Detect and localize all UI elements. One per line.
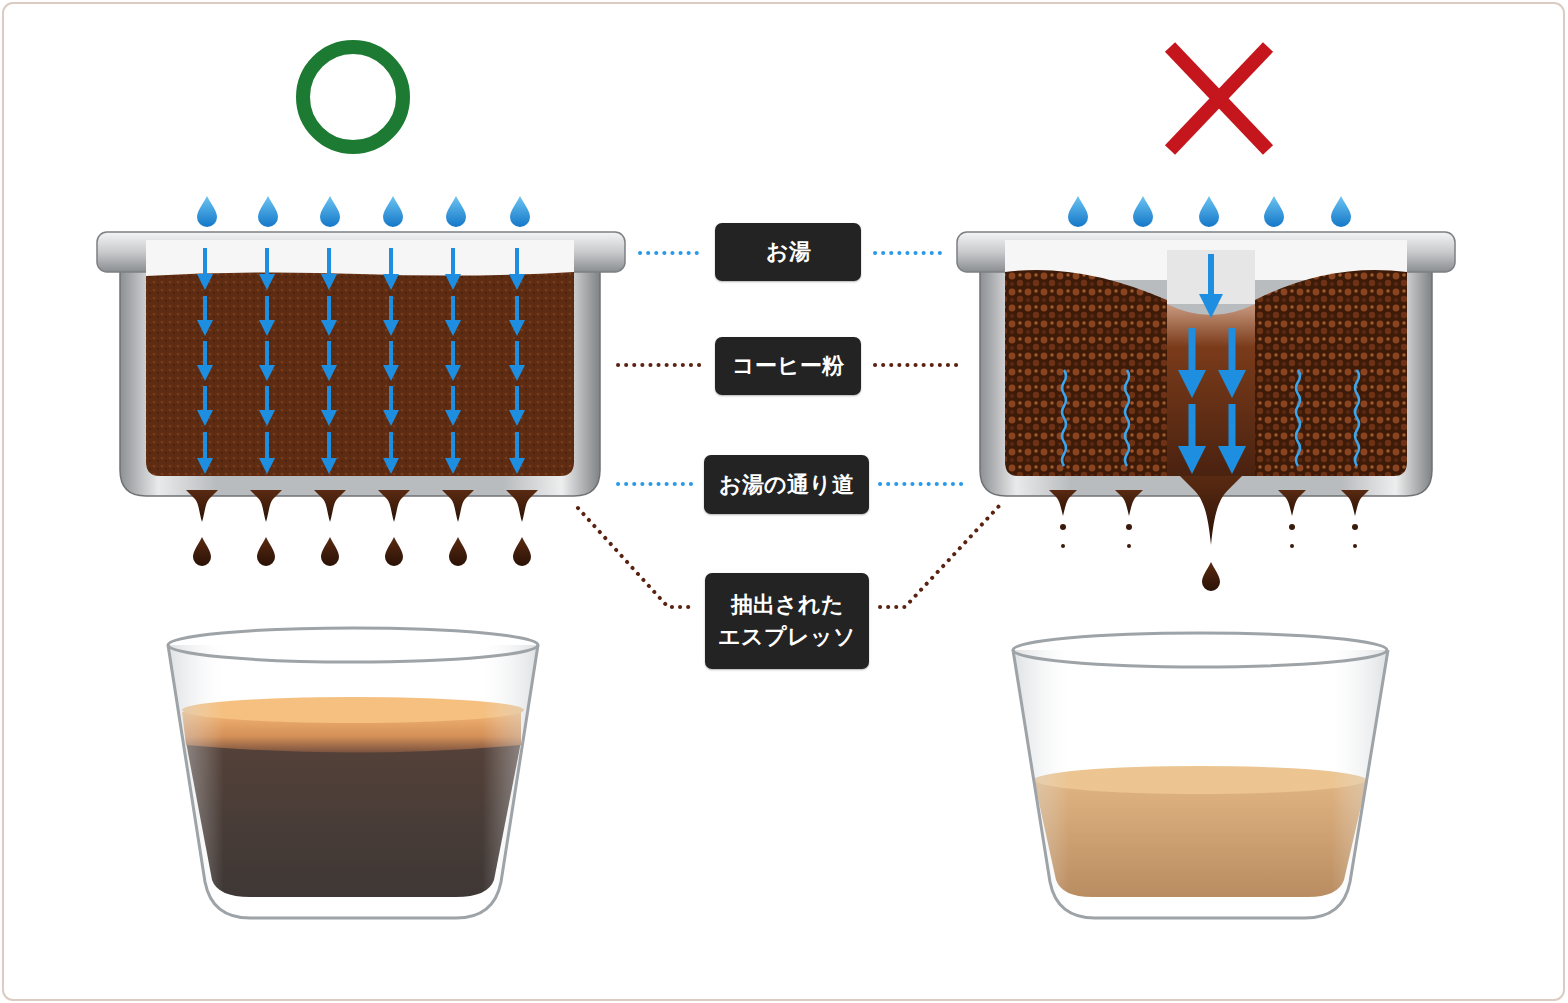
bad-cup: [1013, 633, 1388, 918]
bad-basket: [957, 196, 1455, 591]
label-box: お湯: [715, 223, 861, 281]
good-basket: [97, 196, 625, 566]
bad-symbol: [1170, 47, 1268, 150]
frame: [3, 3, 1564, 1000]
good-symbol: [303, 47, 403, 147]
leader-lines: [578, 253, 1000, 607]
label-text: お湯の通り道: [719, 469, 854, 501]
label-box: お湯の通り道: [704, 455, 869, 514]
label-text: お湯: [766, 236, 811, 268]
label-box: コーヒー粉: [715, 337, 861, 395]
label-box: 抽出された エスプレッソ: [705, 573, 869, 669]
good-cup: [168, 628, 538, 918]
label-text: 抽出された エスプレッソ: [715, 589, 859, 653]
label-text: コーヒー粉: [732, 350, 844, 382]
